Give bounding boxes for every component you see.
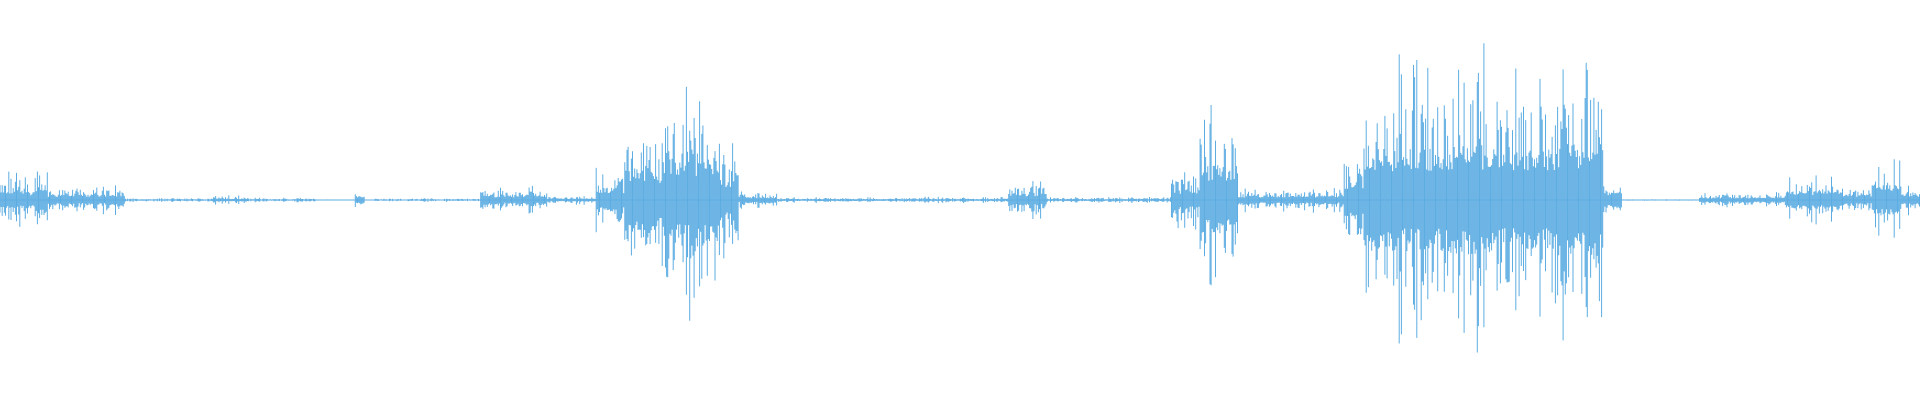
waveform-signal	[0, 43, 1920, 353]
waveform-bars	[0, 43, 1920, 353]
